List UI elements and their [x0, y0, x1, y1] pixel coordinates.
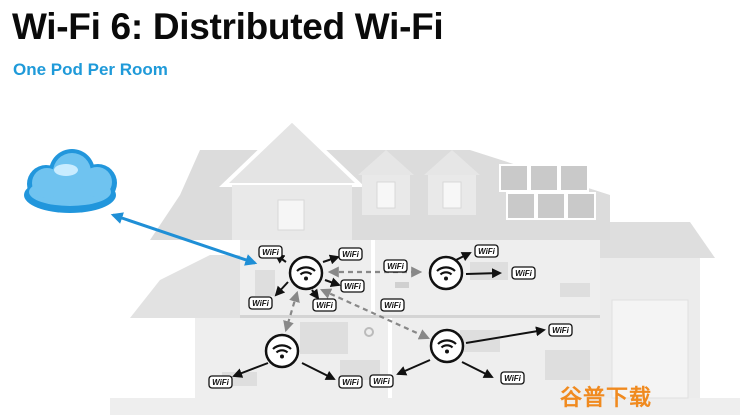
- wifi-logo-icon: WiFi: [369, 374, 394, 388]
- wifi-logo-icon: WiFi: [511, 266, 536, 280]
- cloud-icon: [24, 149, 117, 213]
- wifi-logo-icon: WiFi: [340, 279, 365, 293]
- cloud-uplink-arrow: [110, 212, 258, 266]
- page-title: Wi-Fi 6: Distributed Wi-Fi: [12, 6, 444, 47]
- wifi-pod-icon-lower-right: [429, 328, 465, 364]
- wifi-badge-label: WiFi: [212, 378, 230, 387]
- page-subtitle: One Pod Per Room: [13, 60, 168, 79]
- wifi-pod-icon-upper-right: [428, 255, 464, 291]
- wifi-badge-label: WiFi: [344, 282, 362, 291]
- wifi-logo-icon: WiFi: [474, 244, 499, 258]
- wifi-badge-label: WiFi: [316, 301, 334, 310]
- house-illustration: [110, 117, 740, 415]
- wifi-badge-label: WiFi: [478, 247, 496, 256]
- wifi-logo-icon: WiFi: [338, 247, 363, 261]
- wifi-pod-icon-upper-left: [288, 255, 324, 291]
- wifi-badge-label: WiFi: [387, 262, 405, 271]
- wifi-pod-icon-lower-left: [264, 333, 300, 369]
- wifi-logo-icon: WiFi: [258, 245, 283, 259]
- wifi-logo-icon: WiFi: [548, 323, 573, 337]
- wifi-logo-icon: WiFi: [380, 298, 405, 312]
- wifi-logo-icon: WiFi: [312, 298, 337, 312]
- wifi-logo-icon: WiFi: [248, 296, 273, 310]
- device-links: [232, 252, 546, 380]
- wifi-badge-label: WiFi: [342, 250, 360, 259]
- wifi-logo-icon: WiFi: [208, 375, 233, 389]
- watermark: 谷普下载: [560, 386, 653, 411]
- wifi-badge-label: WiFi: [384, 301, 402, 310]
- wifi-badge-label: WiFi: [342, 378, 360, 387]
- wifi-badge-label: WiFi: [262, 248, 280, 257]
- wifi-logo-icon: WiFi: [383, 259, 408, 273]
- wifi-badge-label: WiFi: [504, 374, 522, 383]
- wifi-logo-icon: WiFi: [338, 375, 363, 389]
- wifi-badge-label: WiFi: [515, 269, 533, 278]
- wifi-badge-label: WiFi: [373, 377, 391, 386]
- wifi-logo-icon: WiFi: [500, 371, 525, 385]
- wifi-badge-label: WiFi: [252, 299, 270, 308]
- wifi-badge-label: WiFi: [552, 326, 570, 335]
